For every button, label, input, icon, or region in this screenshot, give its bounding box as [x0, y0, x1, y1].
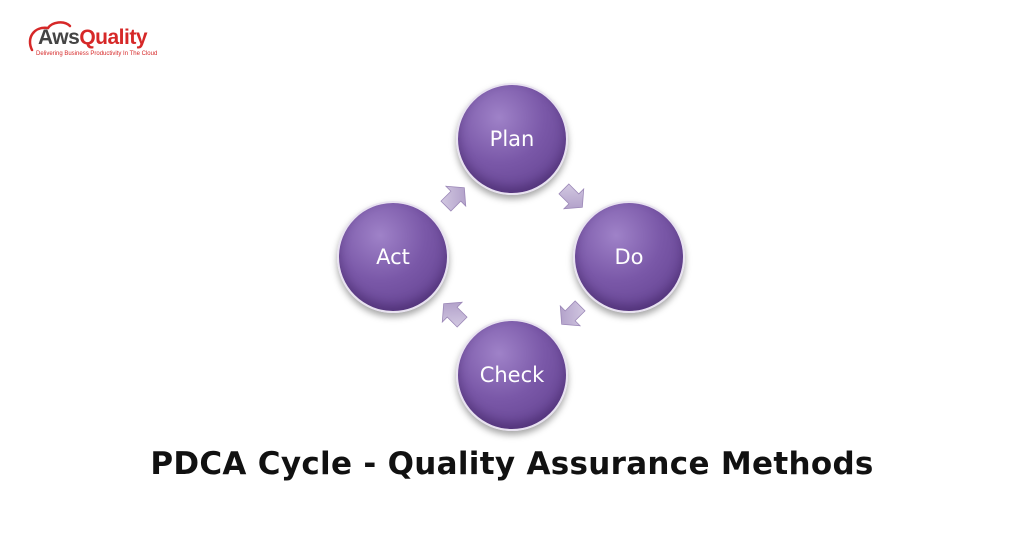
brand-tagline: Delivering Business Productivity In The …: [36, 51, 158, 57]
stage-act-label: Act: [376, 245, 410, 269]
stage-plan: Plan: [456, 83, 568, 195]
pdca-arrows: [440, 183, 586, 328]
arrow-do-to-check: [559, 300, 586, 327]
stage-act: Act: [337, 201, 449, 313]
arrow-plan-to-do: [558, 183, 585, 210]
arrow-check-to-act: [441, 301, 468, 328]
brand-name: AwsQuality: [38, 26, 147, 50]
stage-do-label: Do: [614, 245, 644, 269]
stage-do: Do: [573, 201, 685, 313]
arrow-act-to-plan: [440, 185, 467, 212]
stage-check: Check: [456, 319, 568, 431]
brand-prefix: Aws: [38, 26, 80, 49]
stage-plan-label: Plan: [489, 127, 535, 151]
brand-logo: AwsQuality Delivering Business Productiv…: [26, 20, 176, 65]
cloud-swoosh-icon: [28, 21, 72, 52]
brand-suffix: Quality: [79, 26, 147, 49]
stage-check-label: Check: [479, 363, 545, 387]
page-title: PDCA Cycle - Quality Assurance Methods: [150, 446, 874, 482]
